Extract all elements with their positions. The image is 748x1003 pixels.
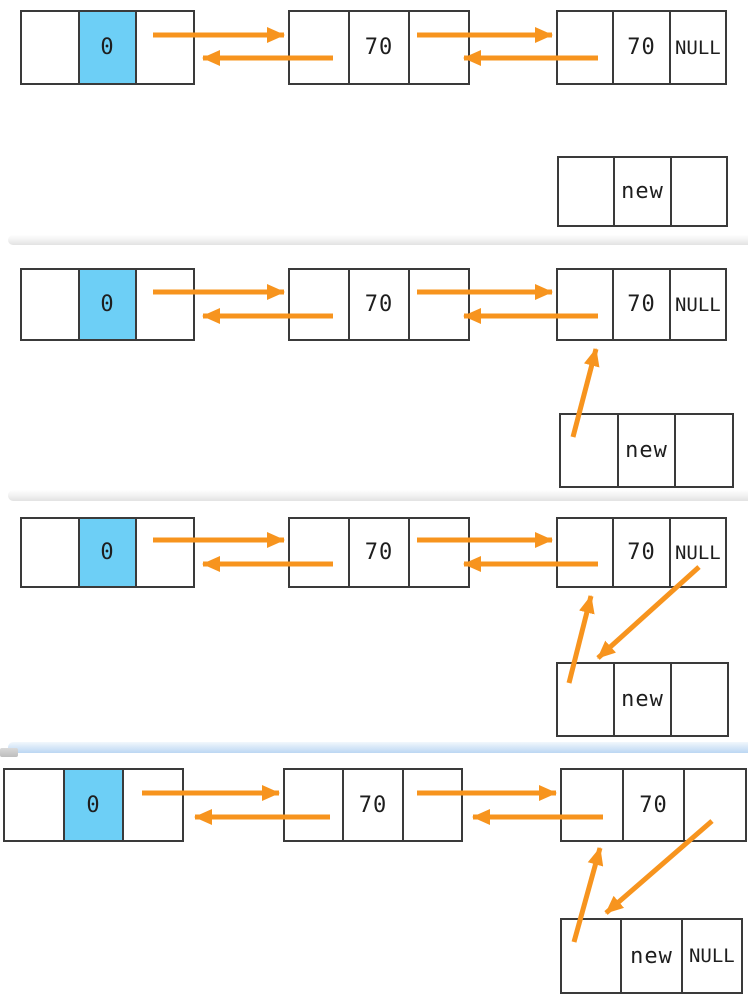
step-3-new-node-cell-2	[670, 664, 727, 735]
step-1-tail-node-cell-1: 70	[612, 12, 668, 83]
step-3-middle-node-cell-2	[408, 519, 468, 586]
step-4-new-node-cell-1: new	[620, 920, 680, 992]
step-1-head-node-cell-0	[22, 12, 78, 83]
step-4-head-node: 0	[3, 768, 184, 842]
step-1-head-node-cell-2	[135, 12, 193, 83]
step-4-tail-node-cell-1: 70	[621, 770, 684, 840]
step-4-head-node-cell-2	[122, 770, 182, 840]
step-1-new-node: new	[557, 156, 728, 227]
step-2-tail-node-cell-0	[558, 270, 612, 339]
step-4-new-node-cell-0	[562, 920, 620, 992]
step-4-tail-node: 70	[560, 768, 747, 842]
step-1-middle-node-cell-2	[408, 12, 468, 83]
step-3-tail-node-cell-1: 70	[612, 519, 668, 586]
step-3-middle-node: 70	[288, 517, 470, 588]
step-1-tail-node-cell-0	[558, 12, 612, 83]
step-4-tail-node-cell-0	[562, 770, 622, 840]
step-2-new-node-cell-1: new	[616, 415, 675, 486]
step-1-middle-node: 70	[288, 10, 470, 85]
step-4-middle-node-cell-2	[401, 770, 461, 840]
step-3-tail-node-cell-0	[558, 519, 612, 586]
step-3-new-node-cell-1: new	[613, 664, 670, 735]
step-2-new-node-cell-0	[561, 415, 617, 486]
scrubber-playhead-chip	[0, 748, 18, 757]
panel-separator	[8, 490, 748, 501]
step-2-head-node-cell-2	[135, 270, 193, 339]
step-1-middle-node-cell-0	[290, 12, 348, 83]
step-3-head-node-cell-0	[22, 519, 78, 586]
step-2-head-node-cell-1: 0	[77, 270, 136, 339]
step-3-new-node: new	[556, 662, 729, 737]
step-1-head-node-cell-1: 0	[77, 12, 136, 83]
step-2-head-node: 0	[20, 268, 195, 341]
step-1-middle-node-cell-1: 70	[348, 12, 408, 83]
step-4-middle-node: 70	[283, 768, 463, 842]
step-3-head-node-cell-1: 0	[77, 519, 136, 586]
step-4-new-node-cell-2: NULL	[680, 920, 741, 992]
step-2-new-node-cell-2	[674, 415, 732, 486]
step-3-tail-node-cell-2: NULL	[668, 519, 725, 586]
step-2-middle-node: 70	[288, 268, 470, 341]
step-2-new-node: new	[559, 413, 734, 488]
step-1-head-node: 0	[20, 10, 195, 85]
step-4-head-node-cell-1: 0	[62, 770, 123, 840]
step-4-middle-node-cell-1: 70	[342, 770, 401, 840]
step-1-new-node-cell-0	[559, 158, 613, 225]
step-2-tail-node-cell-2: NULL	[668, 270, 725, 339]
step-4-tail-node-cell-2	[683, 770, 745, 840]
video-scrubber-bar	[8, 742, 748, 753]
step-3-new-node-cell-0	[558, 664, 613, 735]
step-4-middle-node-cell-0	[285, 770, 342, 840]
step-1-tail-node-cell-2: NULL	[668, 12, 725, 83]
step-2-middle-node-cell-1: 70	[348, 270, 408, 339]
step-2-head-node-cell-0	[22, 270, 78, 339]
step-3-head-node-cell-2	[135, 519, 193, 586]
step-1-new-node-cell-1: new	[613, 158, 669, 225]
step-2-tail-node-cell-1: 70	[612, 270, 668, 339]
step-3-head-node: 0	[20, 517, 195, 588]
step-1-new-node-cell-2	[669, 158, 726, 225]
step-3-middle-node-cell-1: 70	[348, 519, 408, 586]
panel-separator	[8, 235, 748, 245]
step-2-middle-node-cell-0	[290, 270, 348, 339]
step-4-head-node-cell-0	[5, 770, 63, 840]
step-3-middle-node-cell-0	[290, 519, 348, 586]
step-2-middle-node-cell-2	[408, 270, 468, 339]
